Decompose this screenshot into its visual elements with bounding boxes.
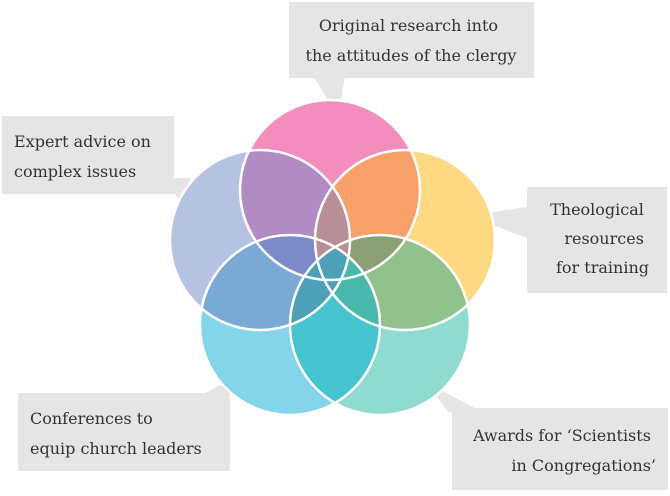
callout-left-box (2, 116, 174, 194)
svg-text:Expert advice on complex: Expert advice on complex issues (14, 132, 156, 181)
callout-left-line-2: complex issues (14, 162, 136, 181)
callout-right: Theological resources for training (470, 187, 667, 293)
svg-text:Conferences to equip chu: Conferences to equip church leaders (30, 409, 202, 458)
callout-top: Original research into the attitudes of … (289, 2, 534, 118)
callout-left: Expert advice on complex issues (2, 116, 206, 228)
svg-text:Awards for ‘Scientists i: Awards for ‘Scientists in Congregations’ (472, 426, 656, 475)
callout-bottom-right-box (452, 408, 668, 490)
callout-left-line-1: Expert advice on (14, 132, 151, 151)
callout-right-line-1: Theological (550, 200, 644, 219)
callout-bottom-left-box (18, 393, 230, 471)
callout-bottom-left: Conferences to equip church leaders (18, 370, 248, 471)
svg-text:Original research into t: Original research into the attitudes of … (306, 16, 517, 65)
svg-text:Theological resources: Theological resources for training (550, 200, 649, 277)
callout-top-line-2: the attitudes of the clergy (306, 46, 517, 65)
circle-outlines (168, 98, 497, 417)
callout-bottom-right: Awards for ‘Scientists in Congregations’ (426, 382, 668, 490)
callout-bottom-left-line-2: equip church leaders (30, 439, 202, 458)
callout-bottom-right-line-1: Awards for ‘Scientists (472, 426, 651, 445)
callout-bottom-right-line-2: in Congregations’ (511, 456, 656, 475)
callout-right-box (527, 187, 667, 293)
callout-top-line-1: Original research into (319, 16, 498, 35)
callout-top-box (289, 2, 534, 78)
callout-right-line-2: resources (564, 229, 644, 248)
callout-bottom-left-line-1: Conferences to (30, 409, 153, 428)
callout-right-line-3: for training (556, 258, 649, 277)
